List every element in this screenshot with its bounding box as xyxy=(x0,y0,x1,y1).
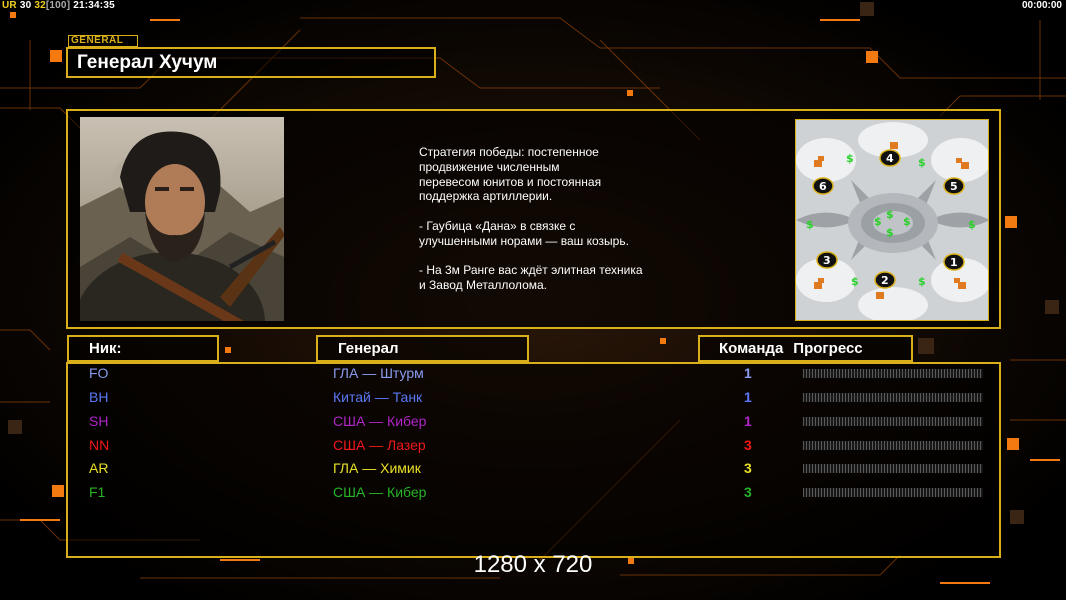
svg-text:$: $ xyxy=(846,152,854,165)
progress-bar xyxy=(803,464,983,473)
player-row: AR ГЛА — Химик 3 xyxy=(0,458,1066,478)
svg-text:$: $ xyxy=(903,215,911,228)
column-nick: Ник: xyxy=(67,335,219,362)
column-team-progress: Команда Прогресс xyxy=(698,335,913,362)
player-nick: F1 xyxy=(89,484,106,500)
player-team: 1 xyxy=(744,389,752,405)
general-portrait xyxy=(80,117,284,321)
player-nick: BH xyxy=(89,389,109,405)
player-row: NN США — Лазер 3 xyxy=(0,435,1066,455)
progress-bar xyxy=(803,488,983,497)
start-position-2: 2 xyxy=(881,274,889,287)
player-row: FO ГЛА — Штурм 1 xyxy=(0,363,1066,383)
start-position-1: 1 xyxy=(950,256,958,269)
player-nick: SH xyxy=(89,413,109,429)
general-name: Генерал Хучум xyxy=(66,47,436,78)
svg-text:$: $ xyxy=(886,226,894,239)
hud-item: UR xyxy=(2,0,17,11)
progress-bar xyxy=(803,369,983,378)
player-general: США — Кибер xyxy=(333,484,427,500)
player-general: ГЛА — Химик xyxy=(333,460,421,476)
general-tag: GENERAL xyxy=(68,35,138,47)
svg-text:$: $ xyxy=(918,275,926,288)
player-general: Китай — Танк xyxy=(333,389,423,405)
column-team: Команда xyxy=(719,340,784,357)
player-row: SH США — Кибер 1 xyxy=(0,411,1066,431)
player-general: ГЛА — Штурм xyxy=(333,365,424,381)
hud-item: 30 xyxy=(16,0,32,11)
game-timer: 00:00:00 xyxy=(1021,0,1062,11)
start-position-5: 5 xyxy=(950,180,958,193)
progress-bar xyxy=(803,393,983,402)
svg-text:$: $ xyxy=(968,218,976,231)
player-team: 3 xyxy=(744,437,752,453)
hud-item: [100] xyxy=(45,0,71,11)
player-row: F1 США — Кибер 3 xyxy=(0,482,1066,502)
player-nick: FO xyxy=(89,365,109,381)
player-row: BH Китай — Танк 1 xyxy=(0,387,1066,407)
player-general: США — Кибер xyxy=(333,413,427,429)
player-team: 3 xyxy=(744,484,752,500)
hud-item: 21:34:35 xyxy=(70,0,115,11)
progress-bar xyxy=(803,417,983,426)
player-general: США — Лазер xyxy=(333,437,426,453)
player-team: 1 xyxy=(744,413,752,429)
svg-text:$: $ xyxy=(918,156,926,169)
map-preview: $ $ $ $ $ $ $ $ $ $ 4 5 6 3 2 1 xyxy=(795,119,989,321)
start-position-3: 3 xyxy=(823,254,831,267)
status-readout: UR 30 32[100] 21:34:35 xyxy=(2,0,115,11)
player-nick: AR xyxy=(89,460,109,476)
svg-text:$: $ xyxy=(886,208,894,221)
svg-text:$: $ xyxy=(806,218,814,231)
column-general: Генерал xyxy=(316,335,529,362)
player-nick: NN xyxy=(89,437,110,453)
strategy-description: Стратегия победы: постепенное продвижени… xyxy=(419,145,643,293)
start-position-4: 4 xyxy=(886,152,894,165)
player-team: 1 xyxy=(744,365,752,381)
player-team: 3 xyxy=(744,460,752,476)
resolution-label: 1280 x 720 xyxy=(473,551,593,578)
svg-text:$: $ xyxy=(851,275,859,288)
column-progress: Прогресс xyxy=(793,340,863,357)
svg-text:$: $ xyxy=(874,215,882,228)
start-position-6: 6 xyxy=(819,180,827,193)
progress-bar xyxy=(803,441,983,450)
hud-item: 32 xyxy=(31,0,46,11)
